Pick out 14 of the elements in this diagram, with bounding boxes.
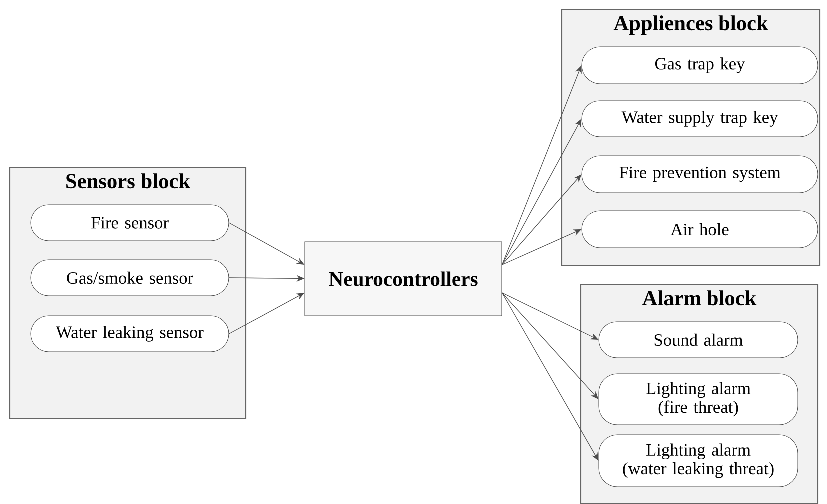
arrow (502, 292, 599, 461)
rounded-box: Water supply trap key (582, 100, 818, 138)
rounded-box: Lighting alarm (water leaking threat) (598, 434, 798, 488)
arrow (502, 119, 582, 266)
arrow (502, 66, 582, 266)
process-box: Neurocontrollers (304, 242, 502, 316)
rounded-box: Fire prevention system (582, 156, 818, 194)
rounded-box: Gas/smoke sensor (30, 260, 230, 296)
rounded-box: Sound alarm (598, 322, 798, 358)
rounded-box: Lighting alarm (fire threat) (598, 374, 798, 426)
rounded-box: Air hole (582, 210, 818, 248)
rounded-box: Fire sensor (30, 204, 230, 242)
rounded-box: Water leaking sensor (30, 316, 230, 352)
rounded-box: Gas trap key (582, 46, 818, 84)
